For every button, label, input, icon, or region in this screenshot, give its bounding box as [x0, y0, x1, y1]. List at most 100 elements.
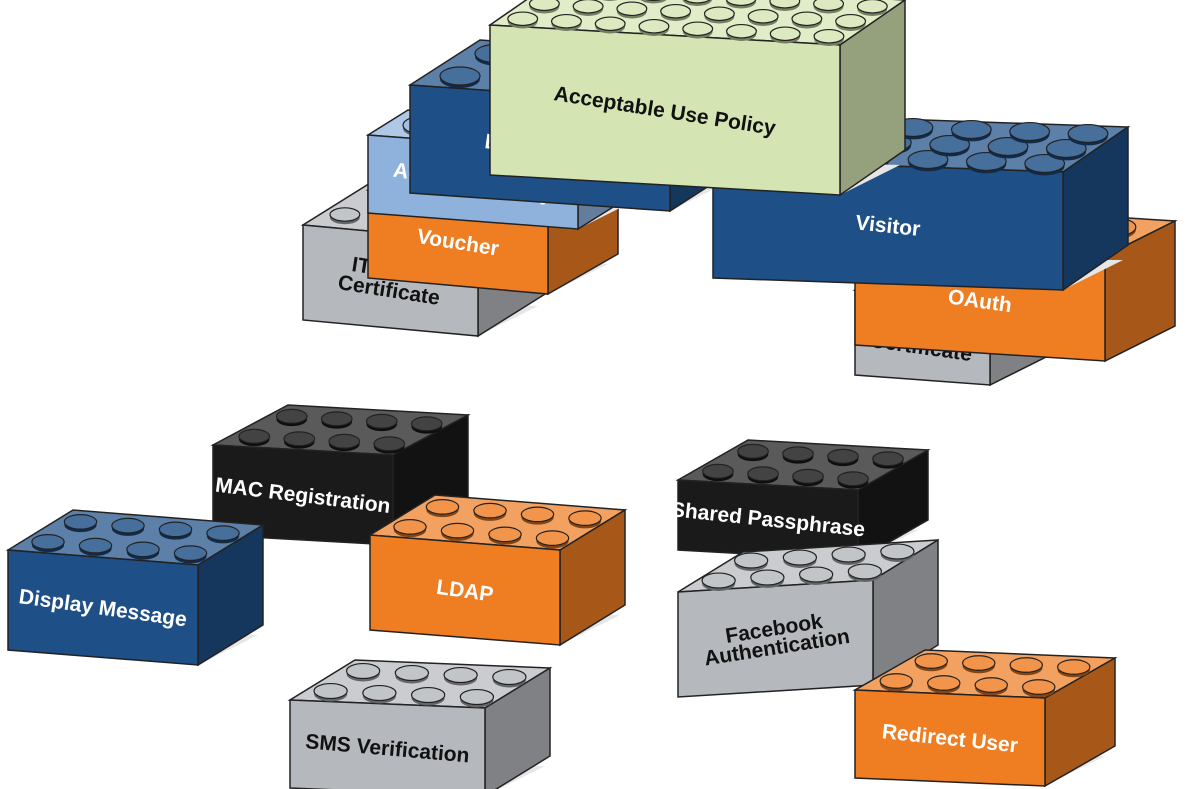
brick-front-face — [369, 534, 561, 646]
brick-stud — [173, 545, 208, 561]
brick-front-face — [289, 699, 486, 789]
brick-stud — [914, 653, 948, 669]
brick-stud — [126, 541, 160, 558]
brick-stud — [965, 151, 1007, 172]
brick-stud — [365, 413, 398, 429]
sms-verification-brick: SMS Verification — [287, 659, 553, 789]
brick-stud — [750, 569, 785, 586]
brick-stud — [78, 537, 113, 554]
brick-stud — [410, 686, 446, 704]
brick-stud — [283, 431, 316, 447]
brick-stud-base — [640, 0, 667, 4]
brick-stud — [782, 549, 818, 566]
brick-stud — [856, 0, 888, 14]
brick-stud — [701, 572, 736, 589]
brick-stud — [328, 433, 361, 449]
brick-stud — [737, 443, 769, 459]
brick-stud — [1056, 659, 1091, 675]
brick-stud — [616, 1, 648, 17]
brick-stud — [238, 428, 271, 444]
brick-stud — [769, 26, 801, 42]
brick-stud — [974, 677, 1008, 693]
brick-stud — [594, 16, 626, 32]
display-message-brick: Display Message — [5, 509, 266, 667]
brick-stud — [880, 543, 915, 560]
brick-stud — [550, 13, 582, 29]
brick-stud — [425, 499, 460, 515]
brick-stud — [907, 149, 949, 170]
brick-stud — [987, 136, 1029, 157]
brick-stud — [440, 522, 475, 539]
brick-stud — [831, 546, 866, 563]
acceptable-use-policy-brick: Acceptable Use Policy — [487, 0, 907, 197]
brick-stud-base — [602, 0, 618, 1]
brick-front-face — [489, 24, 841, 196]
brick-front-face — [7, 549, 199, 666]
brick-stud — [926, 675, 961, 691]
brick-stud — [747, 466, 779, 482]
brick-stud — [373, 436, 406, 452]
brick-stud — [725, 23, 757, 39]
brick-stud — [572, 0, 604, 14]
brick-stud — [313, 682, 348, 700]
brick-stud — [63, 514, 98, 530]
brick-stud — [703, 6, 735, 22]
brick-stud — [111, 517, 145, 534]
brick-stud — [813, 0, 845, 12]
brick-stud — [1009, 657, 1043, 673]
brick-stud — [827, 448, 859, 464]
brick-stud — [872, 451, 904, 467]
brick-stud — [329, 207, 361, 222]
brick-stud — [769, 0, 801, 9]
brick-stud — [837, 471, 869, 487]
brick-stud — [1045, 138, 1087, 159]
brick-stud — [488, 526, 522, 543]
brick-stud — [535, 530, 570, 546]
brick-stud — [439, 66, 481, 86]
brick-stud — [950, 119, 992, 140]
brick-stud — [473, 502, 507, 519]
brick-stud — [725, 0, 757, 7]
brick-stud — [275, 408, 308, 424]
brick-stud — [1067, 123, 1109, 144]
brick-stud — [393, 519, 427, 535]
brick-stud — [961, 655, 996, 671]
redirect-user-brick: Redirect User — [852, 649, 1118, 788]
brick-stud — [31, 534, 65, 550]
brick-stud — [459, 688, 495, 706]
brick-stud — [394, 664, 430, 682]
brick-stud — [847, 563, 883, 580]
brick-front-face — [854, 689, 1046, 787]
shared-passphrase-brick: Shared Passphrase — [670, 439, 931, 562]
brick-stud — [791, 11, 823, 27]
brick-stud — [528, 0, 560, 12]
brick-stud — [568, 510, 602, 526]
brick-stud — [492, 668, 527, 686]
brick-stud — [206, 525, 240, 541]
brick-stud — [782, 446, 814, 462]
brick-stud — [702, 463, 734, 479]
ldap-brick: LDAP — [367, 494, 628, 647]
brick-stud — [1021, 679, 1056, 695]
brick-stud — [362, 684, 397, 702]
brick-stud — [929, 134, 971, 155]
brick-stud — [813, 28, 845, 44]
brick-stud — [345, 662, 381, 680]
brick-stud — [747, 8, 779, 24]
brick-stud — [798, 566, 834, 583]
brick-stud — [683, 0, 711, 4]
brick-stud — [638, 18, 670, 34]
brick-stud — [682, 21, 714, 37]
brick-stud — [158, 521, 193, 538]
brick-stud — [660, 3, 692, 19]
brick-stud — [320, 411, 353, 427]
mac-registration-brick: MAC Registration — [210, 404, 471, 547]
brick-stud — [520, 506, 555, 523]
brick-stud — [835, 13, 867, 29]
brick-stud — [1024, 153, 1066, 174]
brick-stud — [879, 673, 913, 689]
brick-stud — [1009, 121, 1051, 142]
brick-stud — [733, 552, 769, 569]
